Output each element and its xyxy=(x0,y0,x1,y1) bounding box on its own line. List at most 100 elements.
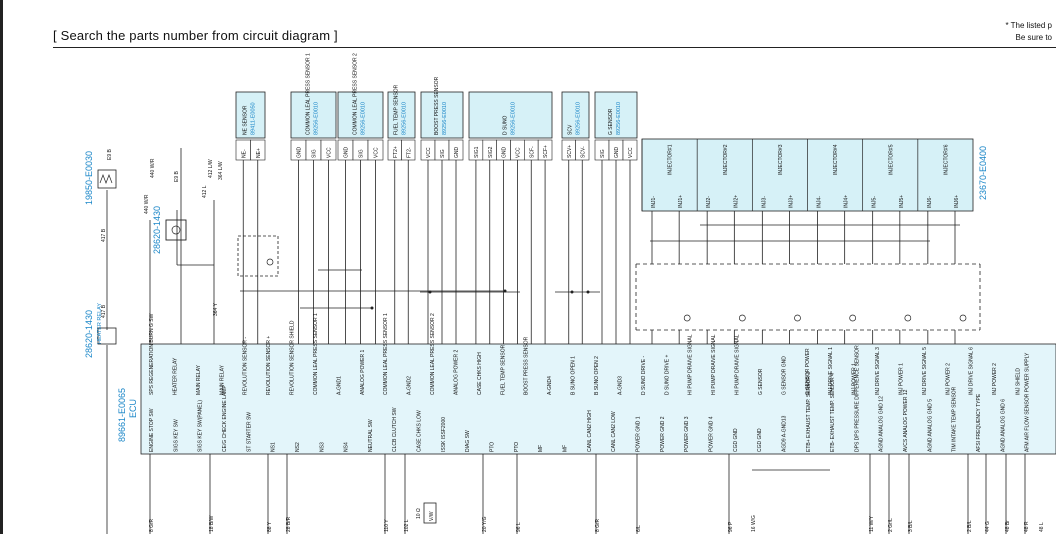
injector-pin: INJ4+ xyxy=(844,195,850,208)
ecu-lower-label: NS1 xyxy=(271,442,277,452)
ecu-lower-label: CLCB CLUTCH SW xyxy=(392,407,398,452)
heater-relay-icon xyxy=(165,219,187,241)
ecu-lower-label: CASE CHKS LOW xyxy=(417,410,423,452)
pin-label: VCC xyxy=(515,147,521,158)
part-heater-relay-mid: 28620-1430 xyxy=(84,310,94,358)
sensor-part-d_suno: 89256-E0010 xyxy=(511,102,517,135)
sensor-box-d_suno xyxy=(468,91,553,139)
ecu-upper-label: INJ POWER 1 xyxy=(898,363,904,395)
ecu-lower-label: AGND ANALOG GND 5 xyxy=(927,399,933,452)
sensor-part-g_sensor: 89256-E0010 xyxy=(616,102,622,135)
ecu-upper-label: A-GND4 xyxy=(547,376,553,395)
injector-pin: INJ2- xyxy=(706,196,712,208)
injector-pin: INJ3- xyxy=(761,196,767,208)
pin-label: FT2+ xyxy=(393,146,399,158)
injector-name: INJECTOR#2 xyxy=(723,144,729,175)
pin-label: GND xyxy=(454,147,460,159)
pin-label: VCC xyxy=(374,147,380,158)
injector-coil-icon xyxy=(794,314,801,322)
ecu-upper-label: ANALOG POWER 2 xyxy=(453,349,459,395)
ecu-lower-label: ETB+ EXHAUST TEMP. SENSOR 3 xyxy=(806,372,812,452)
heater-relay-mid-icon xyxy=(97,327,117,345)
ecu-upper-label: B SUNO OPEN 1 xyxy=(571,356,577,395)
ecu-upper-label: A-GND3 xyxy=(617,376,623,395)
resistor-label: 10 Ω xyxy=(416,508,422,519)
injector-pin: INJ5- xyxy=(872,196,878,208)
wire-label-b13: 11 W/Y xyxy=(869,515,875,532)
page-title: [ Search the parts number from circuit d… xyxy=(53,28,338,43)
wire-label-w4: 412 L/W xyxy=(208,159,214,178)
ecu-label: ECU xyxy=(128,399,138,418)
part-glow: 19850-E0030 xyxy=(84,151,94,205)
sensor-name-common_rail_1: COMMON LEAL PRESS SENSOR 1 xyxy=(306,53,312,135)
sensor-name-scv: SCV xyxy=(568,124,574,135)
wire-label-b1: 8 G/R xyxy=(149,519,155,532)
wire-label-b8: 96 L xyxy=(516,522,522,532)
wire-label-b11: 96 P xyxy=(728,521,734,532)
sensor-name-d_suno: D SUNO xyxy=(503,115,509,135)
pin-label: NE- xyxy=(241,149,247,158)
ecu-lower-label: AVCS ANALOG POWER 12 xyxy=(903,389,909,452)
ecu-upper-label: INJ DRIVE SIGNAL 6 xyxy=(969,347,975,395)
ecu-lower-label: POWER GND 3 xyxy=(684,416,690,452)
sensor-part-scv: 89256-E0010 xyxy=(576,102,582,135)
injector-pin: INJ3+ xyxy=(789,195,795,208)
junction-dot xyxy=(570,290,574,294)
ecu-upper-label: G SENSOR GND xyxy=(781,356,787,395)
wire-label-w10: E9 B xyxy=(174,170,180,182)
ecu-upper-label: INJ POWER 1 xyxy=(852,363,858,395)
ecu-lower-label: AFSI FREQUENCY TYPE xyxy=(976,393,982,452)
injector-coil-icon xyxy=(904,314,912,322)
injector-name: INJECTOR#3 xyxy=(778,144,784,175)
top-right-note: * The listed p Be sure to xyxy=(1005,20,1052,44)
wire-label-b18: 48 Br xyxy=(1005,520,1011,532)
sensor-part-common_rail_2: 89256-E0010 xyxy=(361,102,367,135)
sensor-box-boost xyxy=(420,91,464,139)
ecu-lower-label: CGD GND xyxy=(757,428,763,452)
ecu-lower-label: PTO xyxy=(514,442,520,452)
sensor-box-g_sensor xyxy=(594,91,638,139)
ecu-upper-label: INJ POWER 2 xyxy=(992,363,998,395)
wire-label-b12: 16 W/G xyxy=(751,515,757,532)
ecu-lower-label: ST STARTER SW xyxy=(246,412,252,452)
ecu-upper-label: MAIN RELAY xyxy=(196,364,202,395)
ecu-lower-label: CGD GND xyxy=(733,428,739,452)
ecu-upper-label: B SUNO OPEN 2 xyxy=(594,356,600,395)
injector-pin: INJ2+ xyxy=(733,195,739,208)
ecu-upper-label: G SENSOR POWER xyxy=(805,348,811,395)
sensor-box-ne_sensor xyxy=(235,91,266,139)
wire-label-w9: E9 B xyxy=(107,148,113,160)
ecu-lower-label: AFM AIR FLOW SENSOR POWER SUPPLY xyxy=(1025,352,1031,452)
ecu-lower-label: POWER GND 4 xyxy=(708,416,714,452)
ecu-upper-label: D SUNO DRIVE + xyxy=(664,354,670,395)
ecu-lower-label: MF xyxy=(538,445,544,452)
ecu-box xyxy=(140,343,1056,455)
sensor-part-common_rail_1: 89256-E0010 xyxy=(314,102,320,135)
wire-label-b15: 3 B/L xyxy=(908,520,914,532)
ecu-lower-label: MF xyxy=(563,445,569,452)
ecu-upper-label: BOOST PRESS SENSOR xyxy=(524,336,530,395)
ecu-lower-label: POWER GND 2 xyxy=(660,416,666,452)
wire-label-b20: 48 L xyxy=(1039,522,1045,532)
wire-label-b6: 102 L xyxy=(404,519,410,532)
junction-dot xyxy=(586,290,590,294)
ecu-upper-label: COMMON LEAL PRESS SENSOR 2 xyxy=(430,313,436,395)
part-heater-relay-top: 28620-1430 xyxy=(152,206,162,254)
wire-label-w5: 364 Y xyxy=(213,302,219,316)
ecu-upper-label: INJ DRIVE SIGNAL 1 xyxy=(828,347,834,395)
ecu-upper-label: INJ DRIVE SIGNAL 3 xyxy=(875,347,881,395)
part-ecu: 89661-E0065 xyxy=(117,388,127,442)
ecu-lower-label: SIGS KEY SW(PANEL) xyxy=(198,400,204,452)
ecu-lower-label: CANL CAN2 LOW xyxy=(611,411,617,452)
ecu-lower-label: AGD9 A-GND13 xyxy=(781,415,787,452)
ecu-upper-label: COMMON LEAL PRESS SENSOR 1 xyxy=(313,313,319,395)
ecu-lower-label: PTO xyxy=(490,442,496,452)
pin-label: SIG2 xyxy=(488,146,494,158)
injector-name: INJECTOR#1 xyxy=(668,144,674,175)
ecu-upper-label: REVOLUTION SENSOR SHIELD xyxy=(290,320,296,395)
pin-label: NE+ xyxy=(256,148,262,158)
note-line-2: Be sure to xyxy=(1015,33,1052,42)
resistor-value: V/W xyxy=(429,511,435,521)
wire-label-w2: 440 W/R xyxy=(150,158,156,178)
